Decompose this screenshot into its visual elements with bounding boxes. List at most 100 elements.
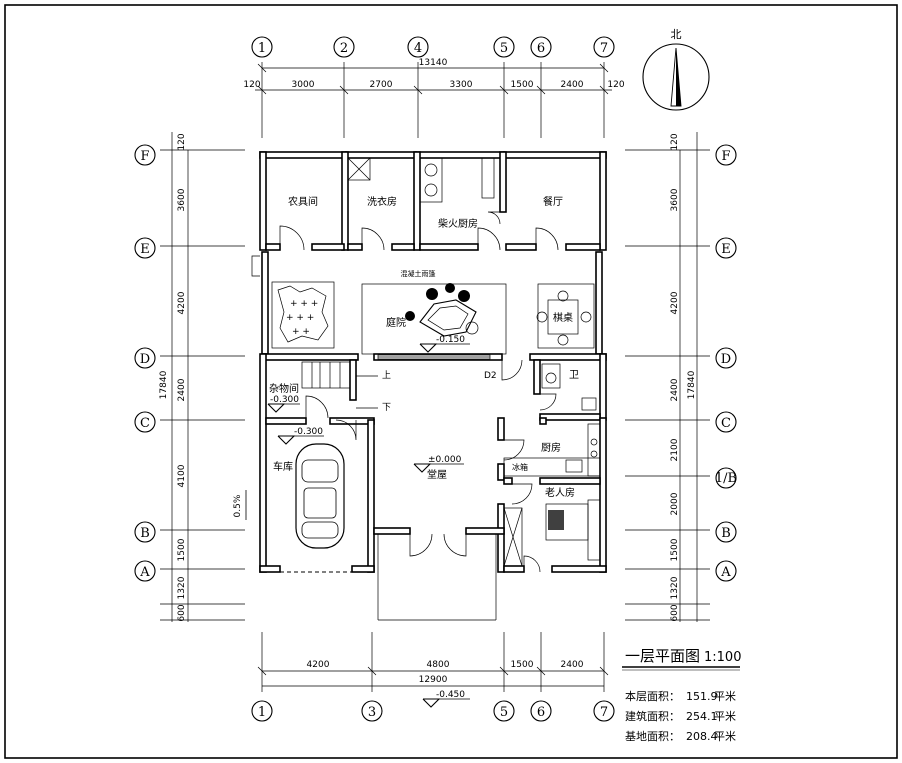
bottom-dim-seg: 2400 — [561, 660, 584, 670]
roof-note: 混凝土雨篷 — [401, 269, 436, 278]
top-dim-seg: 120 — [243, 80, 260, 90]
bottom-dim-seg: 1500 — [511, 660, 534, 670]
room-label-kitchen: 厨房 — [541, 441, 561, 454]
door-d2-mark: D2 — [484, 371, 497, 381]
right-total-dim: 17840 — [687, 370, 697, 399]
right-dimension-chain: 17840 120 3600 4200 2400 2100 2000 1500 … — [625, 132, 710, 622]
axis-bubble-label: D — [721, 352, 731, 367]
axis-bubble-label: 1 — [258, 41, 266, 56]
outside-level-mark: -0.450 — [436, 690, 465, 700]
bottom-dim-seg: 4800 — [427, 660, 450, 670]
bottom-axis-bubbles: 1 3 5 6 7 — [251, 700, 615, 722]
room-label-tool-room: 农具间 — [288, 195, 318, 208]
axis-bubble-label: 6 — [537, 41, 545, 56]
axis-bubble-label: C — [140, 416, 150, 431]
room-label-laundry: 洗衣房 — [367, 195, 397, 208]
top-axis-bubbles: 1 2 4 5 6 7 — [251, 36, 615, 58]
stat-unit: 平米 — [714, 710, 736, 723]
stair — [301, 361, 378, 409]
garage-level: -0.300 — [294, 427, 323, 437]
front-steps — [377, 534, 497, 621]
drawing-scale: 1:100 — [704, 650, 741, 665]
elder-room-furniture — [503, 499, 601, 567]
north-label: 北 — [671, 28, 682, 41]
kitchen-counter — [503, 423, 601, 477]
right-dim-seg: 600 — [670, 604, 680, 621]
svg-text:+ +: + + — [292, 327, 310, 337]
right-dim-seg: 1500 — [670, 538, 680, 561]
stat-label: 基地面积： — [625, 730, 680, 743]
right-dim-seg: 1320 — [670, 576, 680, 599]
axis-bubble-label: 2 — [340, 41, 348, 56]
top-dim-seg: 2400 — [561, 80, 584, 90]
room-label-elder-room: 老人房 — [545, 486, 575, 499]
left-dim-seg: 600 — [177, 604, 187, 621]
left-axis-bubbles: F E D C B A — [134, 144, 156, 582]
room-label-firewood-kitchen: 柴火厨房 — [438, 217, 478, 230]
axis-bubble-label: C — [721, 416, 731, 431]
right-dim-seg: 120 — [670, 133, 680, 150]
axis-bubble-label: E — [721, 242, 731, 257]
right-dim-seg: 2100 — [670, 438, 680, 461]
drawing-title-block: 一层平面图 1:100 — [622, 647, 741, 671]
axis-bubble-label: 1/B — [715, 471, 737, 486]
room-label-storage: 杂物间 — [269, 382, 299, 395]
hall-north-window — [377, 354, 491, 360]
axis-bubble-label: F — [721, 149, 730, 164]
top-dim-seg: 3300 — [450, 80, 473, 90]
svg-text:+ + +: + + + — [290, 299, 318, 309]
axis-bubble-label: B — [721, 526, 731, 541]
top-dim-seg: 2700 — [370, 80, 393, 90]
left-dim-seg: 3600 — [177, 188, 187, 211]
chess-table — [536, 283, 595, 349]
firewood-stove — [419, 157, 495, 203]
stat-label: 本层面积： — [625, 689, 680, 703]
axis-bubble-label: 1 — [258, 705, 266, 720]
right-dim-seg: 2400 — [670, 378, 680, 401]
room-label-courtyard: 庭院 — [386, 316, 406, 329]
stat-value: 254.1 — [686, 710, 718, 723]
stat-value: 151.9 — [686, 690, 718, 703]
door-swings — [251, 211, 559, 573]
storage-level: -0.300 — [270, 395, 299, 405]
room-label-toilet: 卫 — [569, 370, 579, 381]
room-label-fridge: 冰箱 — [512, 462, 528, 472]
axis-bubble-label: E — [140, 242, 150, 257]
room-label-garage: 车库 — [273, 460, 293, 473]
bottom-dimension-chain: 4200 4800 1500 2400 12900 -0.450 — [257, 632, 609, 708]
right-dim-seg: 3600 — [670, 188, 680, 211]
north-arrow: 北 — [642, 28, 710, 111]
axis-bubble-label: 6 — [537, 705, 545, 720]
left-dim-seg: 1320 — [177, 576, 187, 599]
top-dimension-chain: 13140 120 3000 2700 3300 1500 2400 120 — [243, 58, 625, 138]
hall-level: ±0.000 — [428, 455, 462, 465]
svg-text:+ + +: + + + — [286, 313, 314, 323]
drawing-title: 一层平面图 — [625, 647, 700, 665]
axis-bubble-label: B — [140, 526, 150, 541]
rockery-garden-bed: + + + + + + + + — [271, 281, 335, 349]
building-walls — [259, 151, 607, 573]
left-dim-seg: 4100 — [177, 464, 187, 487]
axis-bubble-label: 5 — [500, 705, 508, 720]
garage-car — [295, 443, 345, 549]
area-stats: 本层面积： 151.9 平米 建筑面积： 254.1 平米 基地面积： 208.… — [625, 689, 736, 743]
right-dim-seg: 4200 — [670, 291, 680, 314]
left-dim-seg: 2400 — [177, 378, 187, 401]
room-label-hall: 堂屋 — [427, 469, 447, 481]
stat-unit: 平米 — [714, 730, 736, 743]
courtyard-canopy — [361, 283, 507, 355]
axis-bubble-label: F — [140, 149, 149, 164]
room-label-chess: 棋桌 — [553, 311, 573, 324]
stair-up-mark: 上 — [382, 370, 391, 381]
axis-bubble-label: 7 — [600, 705, 608, 720]
left-dimension-chain: 17840 120 3600 4200 2400 4100 1500 1320 … — [159, 132, 245, 622]
top-dim-seg: 120 — [607, 80, 624, 90]
axis-bubble-label: A — [720, 565, 731, 580]
laundry-fixture — [347, 157, 371, 181]
top-dim-seg: 3000 — [292, 80, 315, 90]
stair-down-mark: 下 — [382, 403, 391, 413]
bottom-dim-seg: 4200 — [307, 660, 330, 670]
right-axis-bubbles: F E D C 1/B B A — [715, 144, 737, 582]
toilet-fixtures — [541, 363, 597, 411]
